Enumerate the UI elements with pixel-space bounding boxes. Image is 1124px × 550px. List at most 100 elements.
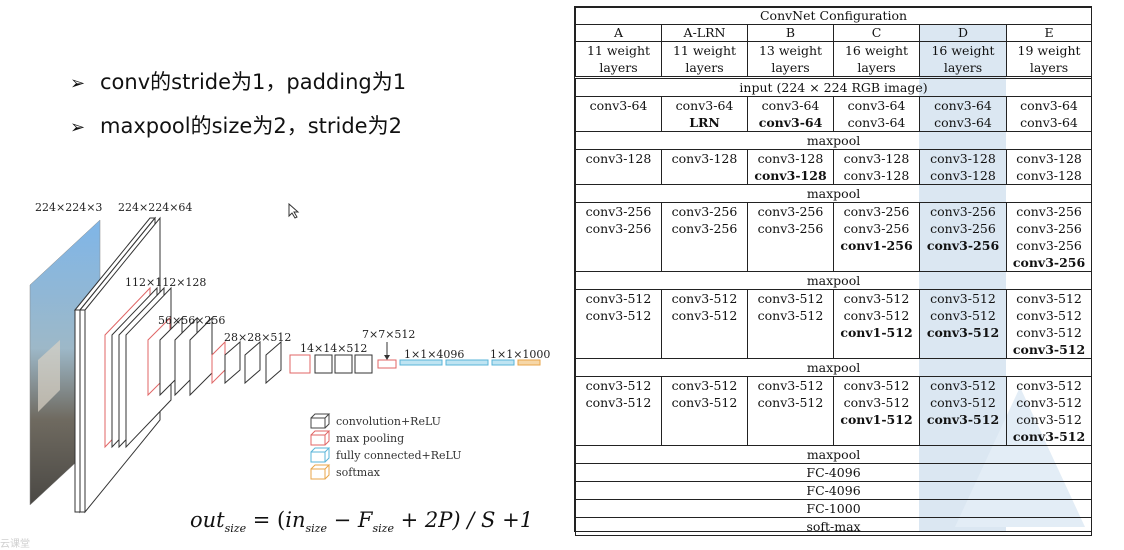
layer-entry: conv3-256 <box>930 204 996 219</box>
layer-entry: conv3-64 <box>758 115 823 130</box>
layer-entry: conv3-512 <box>1016 291 1082 306</box>
label-pool3: 28×28×512 <box>224 331 291 344</box>
layer-entry: conv3-512 <box>930 291 996 306</box>
tail-layer-label-row: soft-max <box>574 517 1093 536</box>
tail-layer-label-row: FC-4096 <box>574 481 1093 500</box>
layer-entry: conv3-512 <box>926 325 1000 340</box>
layer-entry: conv3-512 <box>585 308 652 323</box>
layer-entry: conv3-512 <box>1016 308 1082 323</box>
fc2-block <box>445 359 489 366</box>
formula-f-sub: size <box>372 522 394 536</box>
layer-entry: conv3-512 <box>843 395 910 410</box>
layer-cell: conv3-128 conv3-128 <box>747 149 834 185</box>
legend-softmax-icon <box>310 464 331 480</box>
fc3-block <box>491 359 515 366</box>
column-header: A-LRN <box>661 24 748 42</box>
layer-entry: conv3-64 <box>1020 98 1078 113</box>
layer-cell: conv3-64 <box>575 96 662 132</box>
layer-entry: conv3-512 <box>585 378 652 393</box>
formula-out: out <box>190 508 225 532</box>
legend-pool-label: max pooling <box>336 432 404 445</box>
bullet-conv: ➢conv的stride为1，padding为1 <box>70 66 406 96</box>
vgg-architecture-diagram: 224×224×3 224×224×64 112×112×128 56×56×2… <box>29 201 550 514</box>
layer-entry: conv3-512 <box>843 308 910 323</box>
label-fc2: 1×1×1000 <box>490 348 550 361</box>
layer-entry: conv3-128 <box>930 151 996 166</box>
layer-entry: conv3-512 <box>671 308 738 323</box>
formula-out-sub: size <box>224 522 247 536</box>
column-header: A <box>575 24 662 42</box>
layer-entry: conv3-512 <box>926 412 1000 427</box>
formula-rest: + 2P) / S +1 <box>400 508 534 532</box>
tail-layer-label: FC-4096 <box>574 481 1093 500</box>
maxpool-label-row: maxpool <box>574 271 1093 290</box>
formula-f: F <box>357 508 373 532</box>
bullet-maxpool-text: maxpool的size为2，stride为2 <box>100 114 402 138</box>
maxpool-label: maxpool <box>574 271 1093 290</box>
tail-layer-label-row: FC-4096 <box>574 463 1093 482</box>
conv-block-row: conv3-512 conv3-512 conv3-512 conv3-512 conv… <box>575 376 1093 446</box>
layer-entry: conv3-128 <box>1016 168 1082 183</box>
layer-entry: conv3-512 <box>843 291 910 306</box>
layer-entry: conv3-512 <box>1016 395 1082 410</box>
tail-layer-label: FC-1000 <box>574 499 1093 518</box>
bullet-conv-text: conv的stride为1，padding为1 <box>100 70 407 94</box>
layer-entry: conv3-128 <box>671 151 738 166</box>
layer-cell: conv3-128 conv3-128 <box>1005 149 1093 185</box>
layer-entry: conv3-512 <box>1016 412 1082 427</box>
layer-entry: conv3-256 <box>1016 221 1082 236</box>
formula-in-sub: size <box>305 522 327 536</box>
layer-entry: conv3-128 <box>843 151 910 166</box>
column-header: D <box>919 24 1007 42</box>
layer-entry: conv3-256 <box>1012 255 1086 270</box>
tail-layer-label: FC-4096 <box>574 463 1093 482</box>
layer-cell: conv3-128 <box>661 149 748 185</box>
layer-entry: conv3-512 <box>671 291 738 306</box>
layer-entry: conv3-256 <box>671 204 738 219</box>
layer-entry: conv3-64 <box>761 98 820 113</box>
label-input: 224×224×3 <box>35 201 102 214</box>
layer-entry: conv3-128 <box>1016 151 1082 166</box>
layer-entry: conv3-512 <box>930 395 996 410</box>
output-size-formula: outsize = (insize − Fsize + 2P) / S +1 <box>190 508 534 536</box>
layer-entry: conv3-256 <box>1016 238 1082 253</box>
layer-entry: conv3-512 <box>1012 342 1086 357</box>
layer-entry: conv3-128 <box>930 168 996 183</box>
layer-entry: conv3-64 <box>934 115 992 130</box>
layer-entry: conv1-512 <box>840 412 913 427</box>
layer-entry: conv3-128 <box>757 151 824 166</box>
pool4-block <box>289 354 373 374</box>
legend-pool-icon <box>310 430 331 446</box>
legend: convolution+ReLU max pooling fully conne… <box>310 413 461 480</box>
layer-entry: conv3-64 <box>589 98 648 113</box>
column-header: E <box>1005 24 1093 42</box>
maxpool-label: maxpool <box>574 184 1093 203</box>
label-pool1: 112×112×128 <box>125 276 206 289</box>
layer-entry: conv3-512 <box>757 291 824 306</box>
layer-entry: conv3-128 <box>754 168 827 183</box>
legend-fc-icon <box>310 447 331 463</box>
layer-entry: LRN <box>689 115 720 130</box>
arrow-bullet-icon: ➢ <box>70 117 86 138</box>
maxpool-label-row: maxpool <box>574 131 1093 150</box>
layer-entry: conv3-512 <box>930 308 996 323</box>
